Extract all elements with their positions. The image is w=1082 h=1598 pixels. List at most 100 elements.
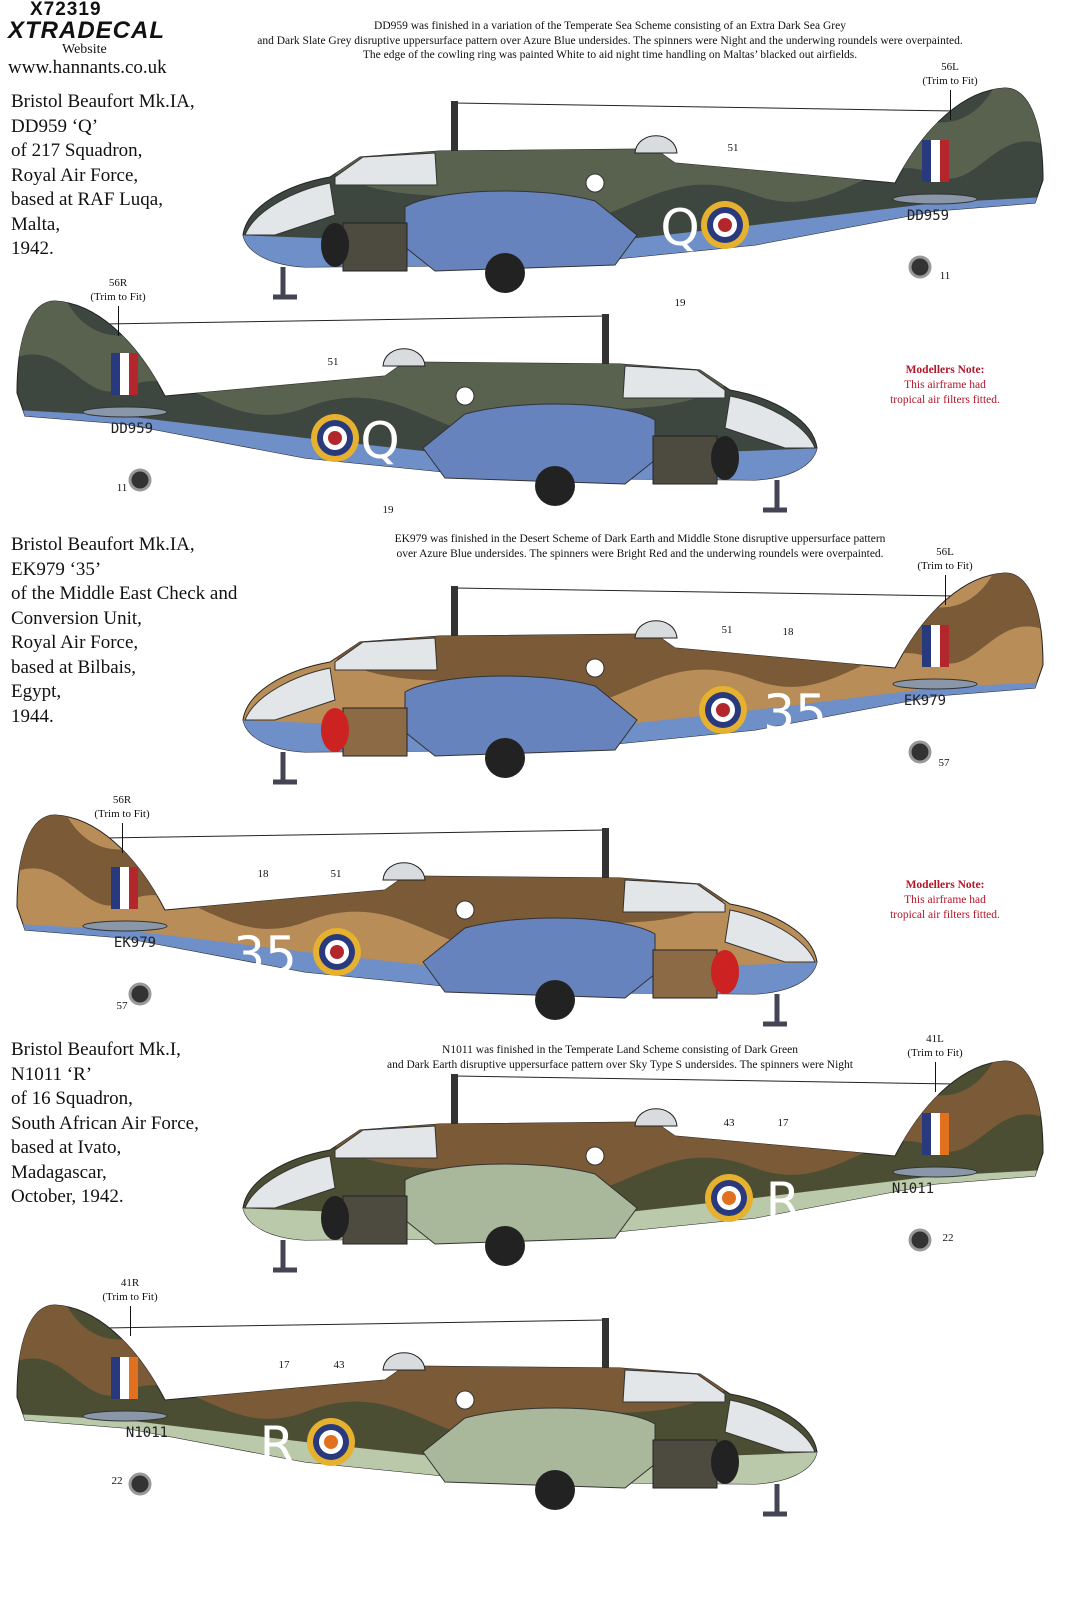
fin-decal-number: 41R [120,1277,140,1289]
serial-number: N1011 [126,1425,168,1441]
tail-wheel [908,255,932,279]
description-line: and Dark Earth disruptive uppersurface p… [387,1058,853,1071]
decal-callout: 51 [721,624,733,636]
gun-turret [382,348,426,367]
note-line: This airframe had [904,894,986,906]
decal-callout: 11 [116,482,128,494]
decal-callout-fin: 41R (Trim to Fit) [102,1276,157,1304]
nose-glazing [244,1155,336,1209]
tailplane [82,920,168,932]
main-wheel [535,980,575,1020]
decal-callout: 43 [333,1359,345,1371]
cockpit-canopy [334,637,438,671]
window [455,900,475,920]
window [585,1146,605,1166]
tail-wheel [908,740,932,764]
gun-turret [382,1352,426,1371]
gun-turret [382,862,426,881]
leader-line [945,575,946,605]
trim-note: (Trim to Fit) [94,808,150,820]
engine-cowling [342,707,408,757]
main-wheel [535,466,575,506]
window [585,658,605,678]
note-line: This airframe had [904,379,986,391]
tail-wheel [128,468,152,492]
tail-wheel [128,1472,152,1496]
leader-line [950,90,951,120]
serial-number: DD959 [907,208,949,224]
note-line: tropical air filters fitted. [890,394,1000,406]
trim-note: (Trim to Fit) [90,291,146,303]
decal-callout: 22 [111,1475,123,1487]
underside [243,682,1043,752]
scheme-description: EK979 was finished in the Desert Scheme … [360,532,920,561]
main-wheel [485,738,525,778]
leader-line [935,1062,936,1092]
brand-logo: XTRADECAL [8,17,165,44]
aircraft-profile-right: R N1011 [16,1304,818,1517]
decal-callout: 57 [116,1000,128,1012]
leader-line [130,1306,131,1336]
fin-flash [111,1357,138,1399]
main-wheel [485,253,525,293]
window [585,173,605,193]
decal-callout: 22 [942,1232,954,1244]
code-letter: R [260,1416,295,1474]
propeller-spinner [711,1440,739,1484]
description-line: over Azure Blue undersides. The spinners… [396,547,884,560]
note-heading: Modellers Note: [905,879,985,891]
fin-decal-number: 56R [112,794,132,806]
underside [17,410,817,480]
gun-turret [634,135,678,154]
engine-nacelle [404,675,638,757]
fin-flash [922,1113,949,1155]
trim-note: (Trim to Fit) [102,1291,158,1303]
decal-callout-fin: 56L(Trim to Fit) [922,60,977,88]
fin-flash [922,625,949,667]
aerial-mast [451,586,458,638]
gun-turret [634,620,678,639]
fin-flash [922,140,949,182]
description-line: DD959 was finished in a variation of the… [374,20,846,32]
main-landing-gear [763,480,787,513]
serial-number: EK979 [904,693,946,709]
fuselage-roundel [311,414,359,462]
underside [17,924,817,994]
code-letter: Q [360,412,399,470]
trim-note: (Trim to Fit) [917,560,973,572]
propeller-spinner [711,436,739,480]
website-url[interactable]: www.hannants.co.uk [8,57,167,78]
code-letter: 35 [763,684,827,742]
aircraft-profile-left: 35 EK979 [242,572,1044,785]
main-landing-gear [763,994,787,1027]
propeller-spinner [321,708,349,752]
leader-line [118,306,119,336]
decal-callout: 11 [939,270,951,282]
trim-note: (Trim to Fit) [907,1047,963,1059]
aerial-wire [454,587,956,597]
code-letter: R [766,1172,801,1230]
tailplane [892,1166,978,1178]
engine-cowling [652,1439,718,1489]
decal-callout: 18 [257,868,269,880]
engine-cowling [342,1195,408,1245]
aerial-mast [451,1074,458,1126]
fin-decal-number: 56L [936,546,954,558]
website-label: Website [62,42,107,57]
window [455,1390,475,1410]
trim-note: (Trim to Fit) [922,75,978,87]
tail-wheel [128,982,152,1006]
main-landing-gear [273,1240,297,1273]
engine-cowling [652,435,718,485]
cockpit-canopy [334,152,438,186]
fin-decal-number: 56R [108,277,128,289]
underside [243,197,1043,267]
decal-callout: 51 [327,356,339,368]
cockpit-canopy [622,365,726,399]
description-line: N1011 was finished in the Temperate Land… [442,1044,798,1056]
